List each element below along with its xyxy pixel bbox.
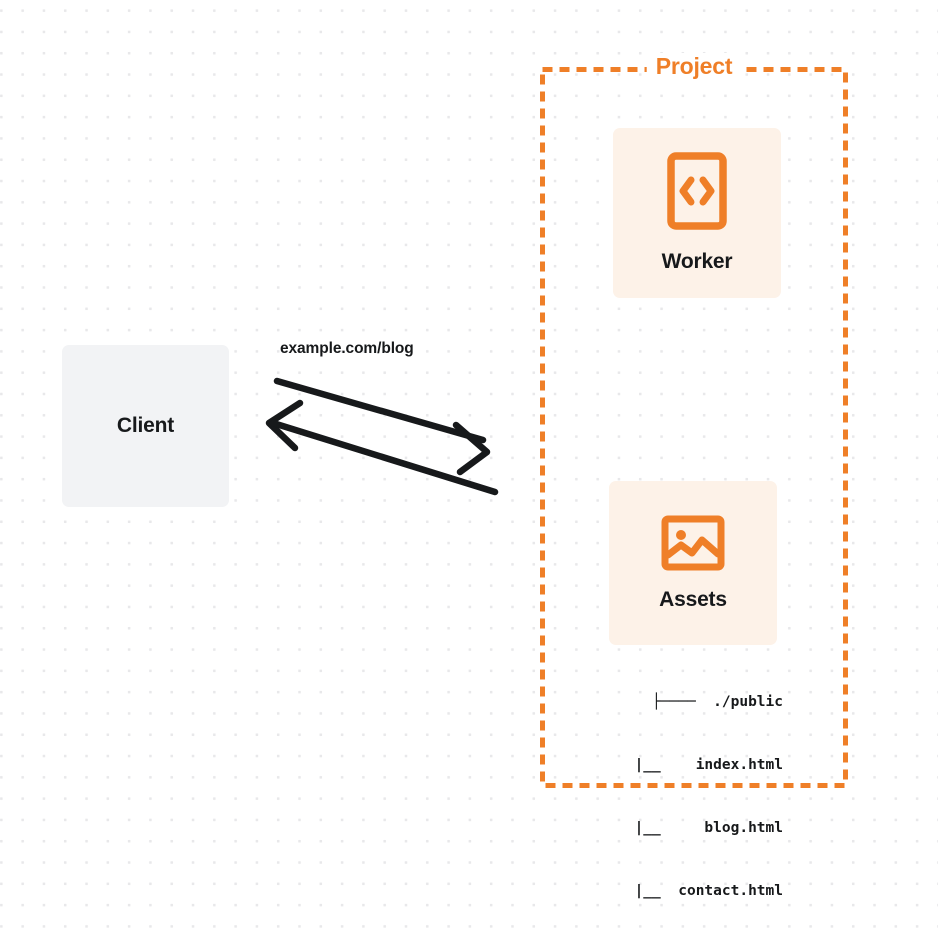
- code-document-icon: [667, 152, 727, 230]
- request-arrow: [269, 419, 499, 496]
- assets-file-tree: ├──── ./public |__ index.html |__ blog.h…: [588, 650, 783, 944]
- project-container: Project: [540, 53, 848, 788]
- response-arrow: [265, 377, 487, 452]
- assets-node[interactable]: Assets: [609, 481, 777, 645]
- diagram-canvas: Client example.com/blog Project: [62, 53, 848, 899]
- client-node[interactable]: Client: [62, 345, 229, 507]
- connection-url-label: example.com/blog: [280, 340, 414, 357]
- worker-node[interactable]: Worker: [613, 128, 781, 298]
- project-title: Project: [646, 53, 742, 80]
- worker-node-label: Worker: [661, 250, 733, 273]
- file-tree-line: ├──── ./public: [652, 694, 783, 710]
- image-picture-icon: [661, 515, 725, 571]
- assets-node-label: Assets: [659, 587, 727, 611]
- file-tree-line: |__ index.html: [608, 757, 783, 773]
- file-tree-line: |__ contact.html: [608, 883, 783, 899]
- client-node-label: Client: [116, 414, 175, 437]
- file-tree-line: |__ blog.html: [608, 820, 783, 836]
